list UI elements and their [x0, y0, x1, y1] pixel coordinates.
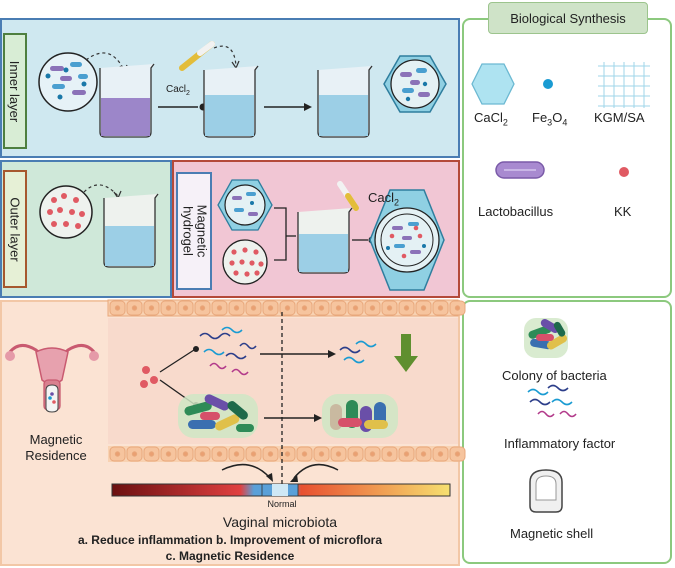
cacl2-hexagon-icon — [471, 63, 515, 105]
cell-nucleus — [437, 305, 444, 311]
cell-nucleus — [403, 451, 410, 457]
cell-nucleus — [148, 305, 155, 311]
bacteria-mix-dots — [45, 62, 88, 100]
outer-layer-label: Outer layer — [3, 170, 27, 288]
cell-nucleus — [131, 305, 138, 311]
cell-nucleus — [301, 305, 308, 311]
cell-nucleus — [199, 451, 206, 457]
outer-layer-illustration — [39, 184, 159, 268]
magnetic-hydrogel-label: Magnetic hydrogel — [176, 172, 212, 290]
hydrogel-illustration — [217, 179, 445, 291]
normal-label: Normal — [267, 499, 297, 509]
cell-nucleus — [199, 305, 206, 311]
synthesis-legend-icons — [471, 62, 650, 179]
cell-nucleus — [250, 451, 257, 457]
colony-left — [178, 394, 258, 438]
cell-nucleus — [369, 305, 376, 311]
uterus-icon — [5, 344, 99, 413]
cell-nucleus — [114, 305, 121, 311]
cell-nucleus — [131, 451, 138, 457]
inner-layer-label: Inner layer — [3, 33, 27, 149]
colony-of-bacteria-label: Colony of bacteria — [502, 368, 607, 383]
kgm-sa-mesh-icon — [598, 62, 650, 108]
cell-nucleus — [233, 305, 240, 311]
inner-layer-illustration — [38, 41, 447, 138]
cell-nucleus — [386, 451, 393, 457]
fe3o4-label: Fe3O4 — [532, 110, 568, 128]
caption-line-2: c. Magnetic Residence — [165, 549, 295, 563]
vaginal-microbiota-label: Vaginal microbiota — [222, 514, 338, 530]
cell-nucleus — [267, 451, 274, 457]
cell-nucleus — [216, 305, 223, 311]
cell-nucleus — [216, 451, 223, 457]
magnetic-residence-label: Magnetic Residence — [25, 432, 87, 463]
hydrogel-reagent-label: Cacl2 — [368, 190, 400, 208]
cell-nucleus — [420, 451, 427, 457]
lactobacillus-label: Lactobacillus — [478, 204, 554, 219]
cell-nucleus — [318, 305, 325, 311]
inflammatory-factor-label: Inflammatory factor — [504, 436, 616, 451]
cell-nucleus — [284, 305, 291, 311]
cell-nucleus — [437, 451, 444, 457]
cell-nucleus — [148, 451, 155, 457]
pipette-icon — [179, 41, 215, 71]
cell-nucleus — [454, 305, 461, 311]
inflammatory-factor-icon — [527, 384, 577, 418]
tissue-illustration — [5, 299, 466, 497]
cell-nucleus — [335, 305, 342, 311]
cell-nucleus — [250, 305, 257, 311]
magnetic-shell-icon — [529, 469, 563, 513]
kk-particle-icon — [619, 167, 629, 177]
cell-nucleus — [301, 451, 308, 457]
cell-nucleus — [165, 305, 172, 311]
cell-nucleus — [454, 451, 461, 457]
colony-right — [322, 394, 398, 438]
kk-label: KK — [614, 204, 632, 219]
cell-nucleus — [369, 451, 376, 457]
cell-nucleus — [267, 305, 274, 311]
cell-nucleus — [182, 305, 189, 311]
cell-nucleus — [386, 305, 393, 311]
cell-nucleus — [114, 451, 121, 457]
fe3o4-particle-icon — [543, 79, 553, 89]
cell-nucleus — [284, 451, 291, 457]
cell-nucleus — [420, 305, 427, 311]
cell-nucleus — [335, 451, 342, 457]
cacl2-label: CaCl2 — [474, 110, 508, 128]
biological-synthesis-title: Biological Synthesis — [488, 2, 648, 34]
cell-nucleus — [352, 305, 359, 311]
kgm-sa-label: KGM/SA — [594, 110, 645, 125]
cell-nucleus — [165, 451, 172, 457]
inner-reagent-label: Cacl2 — [166, 84, 190, 97]
magnetic-shell-label: Magnetic shell — [510, 526, 594, 541]
cell-nucleus — [182, 451, 189, 457]
cell-nucleus — [352, 451, 359, 457]
caption-line-1: a. Reduce inflammation b. Improvement of… — [77, 533, 383, 547]
colony-of-bacteria-icon — [524, 318, 568, 358]
cell-nucleus — [318, 451, 325, 457]
cell-nucleus — [233, 451, 240, 457]
cell-nucleus — [403, 305, 410, 311]
